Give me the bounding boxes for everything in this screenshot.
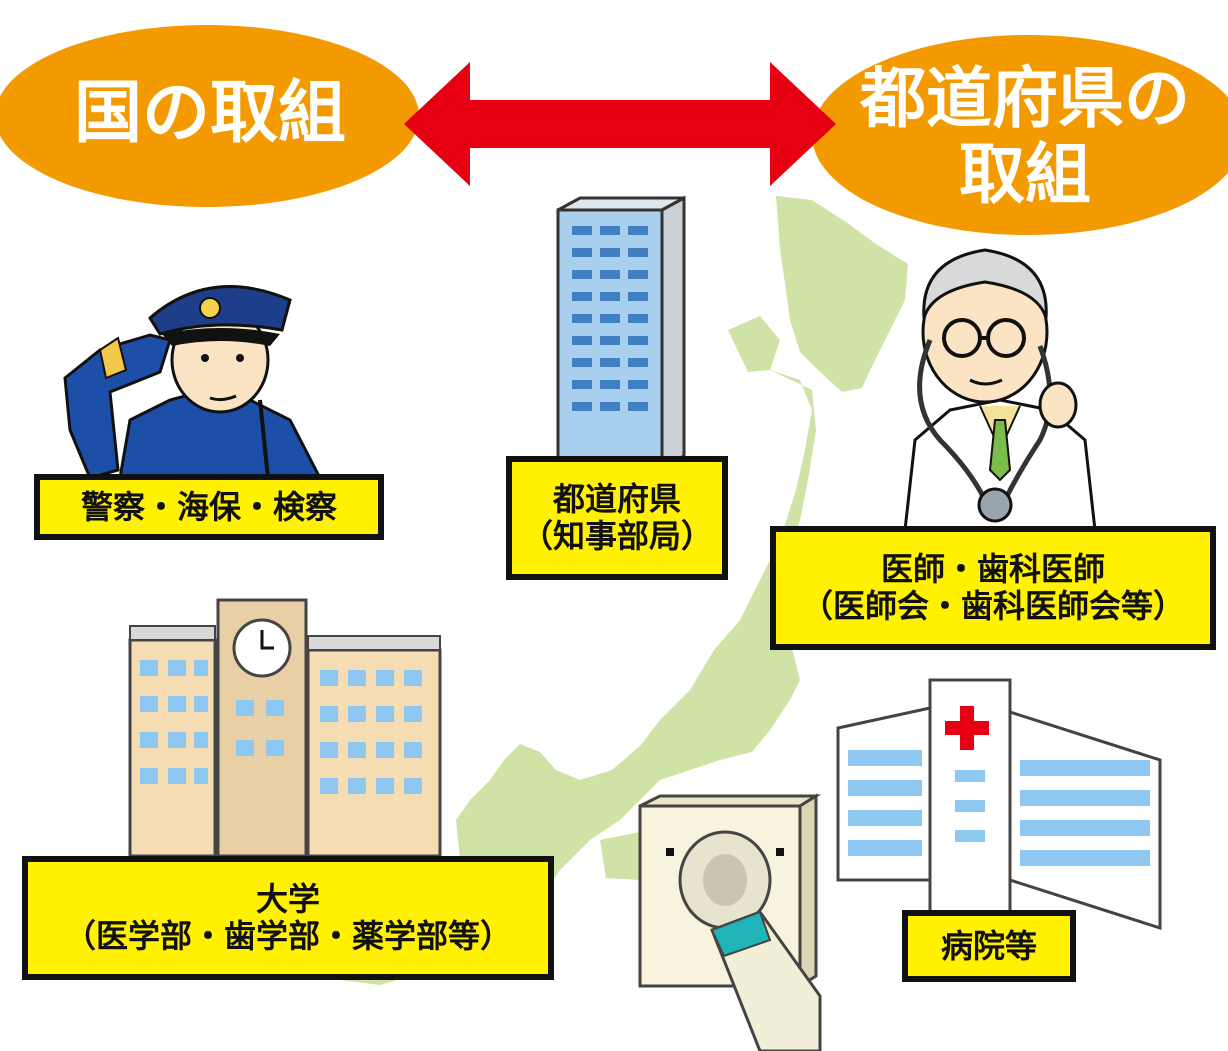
hospital-label-text: 病院等 <box>940 926 1037 965</box>
university-label: 大学 （医学部・歯学部・薬学部等） <box>22 856 554 980</box>
university-building-illustration <box>128 598 442 858</box>
prefecture-label-line1: 都道府県 <box>552 480 681 519</box>
prefectural-efforts-oval <box>812 35 1228 235</box>
university-label-line2: （医学部・歯学部・薬学部等） <box>63 917 512 955</box>
doctors-label-line1: 医師・歯科医師 <box>880 550 1105 589</box>
doctors-label: 医師・歯科医師 （医師会・歯科医師会等） <box>770 526 1216 650</box>
national-efforts-title: 国の取組 <box>73 74 346 153</box>
double-arrow-icon <box>404 62 836 186</box>
hospital-label: 病院等 <box>902 910 1076 982</box>
police-label-text: 警察・海保・検察 <box>80 487 337 526</box>
ct-scanner-illustration <box>638 793 822 1051</box>
prefectural-efforts-title-line1: 都道府県の <box>860 60 1190 137</box>
hospital-building-illustration <box>836 678 1162 931</box>
police-officer-illustration <box>63 285 323 480</box>
doctor-with-stethoscope-illustration <box>903 248 1097 532</box>
prefecture-label-line2: （知事部局） <box>520 517 713 555</box>
prefecture-label: 都道府県 （知事部局） <box>506 456 728 580</box>
office-building-illustration <box>556 195 686 471</box>
university-label-line1: 大学 <box>255 880 320 919</box>
doctors-label-line2: （医師会・歯科医師会等） <box>800 587 1185 625</box>
national-efforts-oval <box>0 25 419 207</box>
prefectural-efforts-title-line2: 取組 <box>959 136 1091 213</box>
police-label: 警察・海保・検察 <box>34 474 384 540</box>
